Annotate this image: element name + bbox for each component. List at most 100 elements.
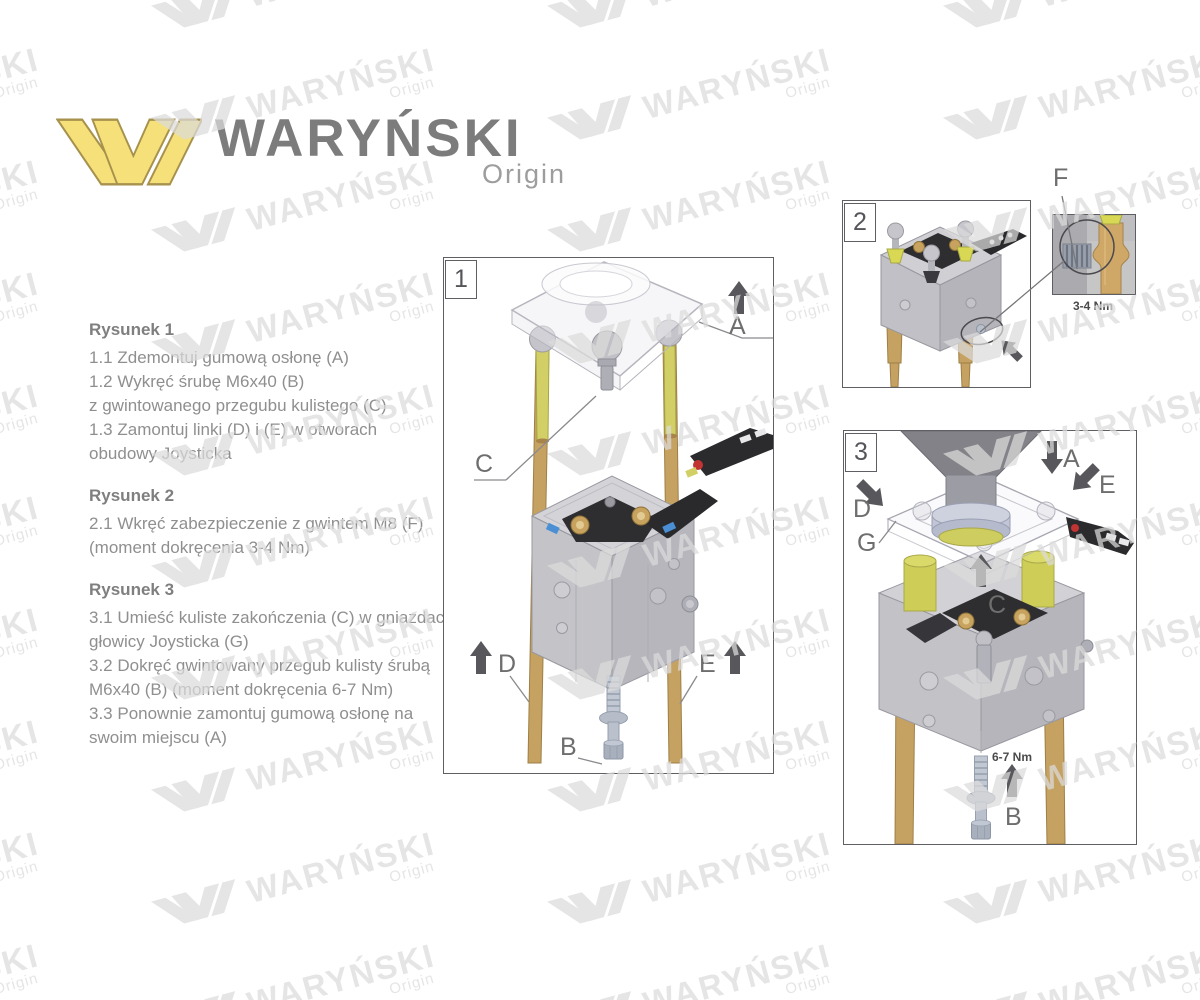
instruction-line: 1.3 Zamontuj linki (D) i (E) w otworach <box>89 420 378 439</box>
fig3-center-pin <box>975 630 993 684</box>
watermark-sub: Origin <box>783 969 833 999</box>
watermark-sub: Origin <box>0 633 41 663</box>
instruction-section: Rysunek 1 1.1 Zdemontuj gumową osłonę (A)… <box>89 318 469 466</box>
watermark-brand: WARYŃSKI <box>243 0 439 14</box>
instruction-section-title: Rysunek 2 <box>89 486 175 505</box>
figure-1-drawing: A C D E B <box>470 261 773 765</box>
instruction-line: z gwintowanego przegubu kulistego (C) <box>89 396 387 415</box>
figure-3-number: 3 <box>845 433 877 472</box>
watermark-sub: Origin <box>1179 969 1200 999</box>
instruction-line: 1.2 Wykręć śrubę M6x40 (B) <box>89 372 305 391</box>
fig1-label-d: D <box>498 650 516 678</box>
watermark-sub: Origin <box>0 969 41 999</box>
watermark-brand: WARYŃSKI <box>0 152 43 238</box>
watermark-brand: WARYŃSKI <box>0 376 43 462</box>
fig1-bolt-m6x40 <box>599 675 628 760</box>
watermark-sub: Origin <box>0 857 41 887</box>
watermark-brand: WARYŃSKI <box>0 824 43 910</box>
brand-name: WARYŃSKI <box>215 109 523 168</box>
watermark-sub: Origin <box>0 409 41 439</box>
watermark-sub: Origin <box>1179 857 1200 887</box>
fig3-label-a: A <box>1063 445 1080 473</box>
watermark-brand: WARYŃSKI <box>0 264 43 350</box>
watermark-logo-icon <box>171 991 236 1000</box>
watermark-sub: Origin <box>387 857 437 887</box>
fig3-arrow-e <box>1072 463 1100 491</box>
watermark-brand: WARYŃSKI <box>1035 0 1200 14</box>
watermark-brand: WARYŃSKI <box>0 488 43 574</box>
watermark-logo-icon <box>942 95 1028 140</box>
watermark-sub: Origin <box>783 73 833 103</box>
watermark-sub: Origin <box>950 0 1200 52</box>
figure-2-number: 2 <box>844 203 876 242</box>
instruction-section: Rysunek 2 2.1 Wkręć zabezpieczenie z gwin… <box>89 484 469 560</box>
fig3-arrow-down-a <box>1041 441 1063 474</box>
watermark-brand: WARYŃSKI <box>1035 936 1200 1000</box>
fig1-top-bracket <box>545 489 718 542</box>
watermark-logo-icon <box>963 991 1028 1000</box>
fig3-torque-note: 6-7 Nm <box>992 750 1032 764</box>
watermark-sub: Origin <box>0 521 41 551</box>
instruction-line: (moment dokręcenia 3-4 Nm) <box>89 538 311 557</box>
watermark-logo-icon <box>546 879 632 924</box>
watermark-sub: Origin <box>0 185 41 215</box>
fig3-arrow-d <box>856 479 884 507</box>
fig1-arrow-up-d <box>470 641 492 674</box>
instruction-line: głowicy Joysticka (G) <box>89 632 249 651</box>
instruction-line: 3.2 Dokręć gwintowany przegub kulisty śr… <box>89 656 431 675</box>
watermark-brand: WARYŃSKI <box>1035 40 1200 126</box>
watermark-brand: WARYŃSKI <box>243 936 439 1000</box>
watermark-sub: Origin <box>1179 73 1200 103</box>
watermark-logo-icon <box>150 879 236 924</box>
instruction-line: 3.1 Umieść kuliste zakończenia (C) w gni… <box>89 608 454 627</box>
instruction-line: 2.1 Wkręć zabezpieczenie z gwintem M8 (F… <box>89 514 424 533</box>
figure-3-frame: 3 <box>843 430 1137 845</box>
watermark-logo-icon <box>546 207 632 252</box>
figure-1-frame: 1 <box>443 257 774 774</box>
instructions-panel: Rysunek 1 1.1 Zdemontuj gumową osłonę (A)… <box>89 318 469 768</box>
instruction-line: 1.1 Zdemontuj gumową osłonę (A) <box>89 348 349 367</box>
watermark-sub: Origin <box>0 73 41 103</box>
fig3-lever-arm <box>1066 517 1134 555</box>
fig1-label-a: A <box>729 312 746 340</box>
fig3-label-g: G <box>857 529 876 557</box>
fig3-label-d: D <box>853 495 871 523</box>
fig1-label-e: E <box>699 650 716 678</box>
fig3-label-b: B <box>1005 803 1022 831</box>
watermark-brand: WARYŃSKI <box>0 40 43 126</box>
watermark-sub: Origin <box>554 0 838 52</box>
watermark-sub: Origin <box>783 857 833 887</box>
instruction-section-title: Rysunek 1 <box>89 320 175 339</box>
fig1-label-b: B <box>560 733 577 761</box>
watermark-brand: WARYŃSKI <box>243 824 439 910</box>
watermark-sub: Origin <box>387 969 437 999</box>
instruction-line: swoim miejscu (A) <box>89 728 227 747</box>
instruction-line: M6x40 (B) (moment dokręcenia 6-7 Nm) <box>89 680 394 699</box>
fig1-arrow-up-e <box>724 641 746 674</box>
figure-2-torque-note: 3-4 Nm <box>1072 299 1113 313</box>
watermark-logo-icon <box>942 879 1028 924</box>
watermark-brand: WARYŃSKI <box>0 0 43 14</box>
fig2-label-f: F <box>1053 164 1069 192</box>
fig1-joystick-body <box>530 475 699 691</box>
figure-1-number: 1 <box>445 260 477 299</box>
fig3-label-c: C <box>988 591 1006 619</box>
fig3-label-e: E <box>1099 471 1116 499</box>
watermark-logo-icon <box>546 95 632 140</box>
watermark-brand: WARYŃSKI <box>639 0 835 14</box>
figure-3-drawing: A E D G C B 6-7 Nm <box>853 431 1134 844</box>
